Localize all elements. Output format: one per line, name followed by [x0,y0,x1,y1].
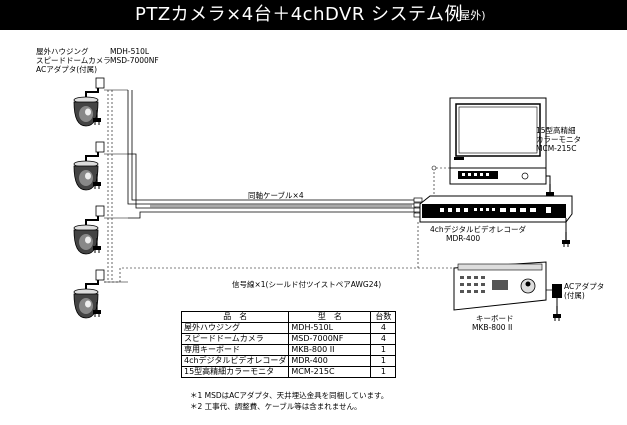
keyboard-adapter-icon [552,284,562,322]
dvr-icon [419,195,573,223]
row-model: MDR-400 [288,355,372,367]
camera-label-dome: スピードドームカメラ [36,56,111,65]
row-qty: 1 [370,344,397,356]
dvr-power-plug-icon [561,231,571,248]
header-name: 品 名 [180,311,290,323]
signal-line [104,220,419,283]
parts-table-header: 品 名 型 名 台数 [180,311,397,323]
table-row: 専用キーボード MKB-800 II 1 [180,344,397,356]
dvr-model: MDR-400 [446,234,481,243]
row-qty: 4 [370,333,397,345]
row-model: MSD-7000NF [288,333,372,345]
monitor-icon [449,97,547,185]
page-title: PTZカメラ×4台＋4chDVR システム例 [135,4,464,25]
camera-label-adapter: ACアダプタ(付属) [36,65,98,74]
camera-label-housing: 屋外ハウジング [36,47,89,56]
control-cable-line [127,90,416,219]
dvr-label: 4chデジタルビデオレコーダ [430,225,526,234]
row-qty: 4 [370,322,397,334]
row-qty: 1 [370,355,397,367]
keyboard-icon [453,261,547,311]
keyboard-label: キーボード [476,314,514,323]
row-name: 15型高精細カラーモニタ [180,366,290,378]
row-model: MDH-510L [288,322,372,334]
monitor-label-line2: カラーモニタ [536,135,581,144]
header-qty: 台数 [370,311,397,323]
control-cable-label: 同軸ケーブル×4 [248,191,304,200]
table-row: 15型高精細カラーモニタ MCM-215C 1 [180,366,397,378]
ac-adapter-label: ACアダプタ [564,282,605,291]
system-diagram [73,77,573,322]
row-model: MKB-800 II [288,344,372,356]
camera-model-dome: MSD-7000NF [110,56,159,65]
monitor-model: MCM-215C [536,144,577,153]
table-row: スピードドームカメラ MSD-7000NF 4 [180,333,397,345]
note-1: ＊1 MSDはACアダプタ、天井埋込金具を同梱しています。 [190,391,389,400]
parts-table: 品 名 型 名 台数 屋外ハウジング MDH-510L 4 スピードドームカメラ… [180,311,397,378]
row-qty: 1 [370,366,397,378]
row-name: 専用キーボード [180,344,290,356]
keyboard-model: MKB-800 II [472,323,513,332]
title-bar: PTZカメラ×4台＋4chDVR システム例 (屋外) [0,0,627,30]
notes: ＊1 MSDはACアダプタ、天井埋込金具を同梱しています。 ＊2 工事代、調整費… [190,390,388,412]
row-model: MCM-215C [288,366,372,378]
signal-line-label: 信号線×1(シールド付ツイストペアAWG24) [232,280,382,289]
table-row: 4chデジタルビデオレコーダ MDR-400 1 [180,355,397,367]
note-2: ＊2 工事代、調整費、ケーブル等は含まれません。 [190,402,362,411]
camera-model-housing: MDH-510L [110,47,150,56]
monitor-label-line1: 15型高精細 [536,126,576,135]
row-name: スピードドームカメラ [180,333,290,345]
table-row: 屋外ハウジング MDH-510L 4 [180,322,397,334]
row-name: 4chデジタルビデオレコーダ [180,355,290,367]
header-model: 型 名 [288,311,372,323]
ac-adapter-note: (付属) [564,291,585,300]
row-name: 屋外ハウジング [180,322,290,334]
page-subtitle: (屋外) [455,9,486,22]
